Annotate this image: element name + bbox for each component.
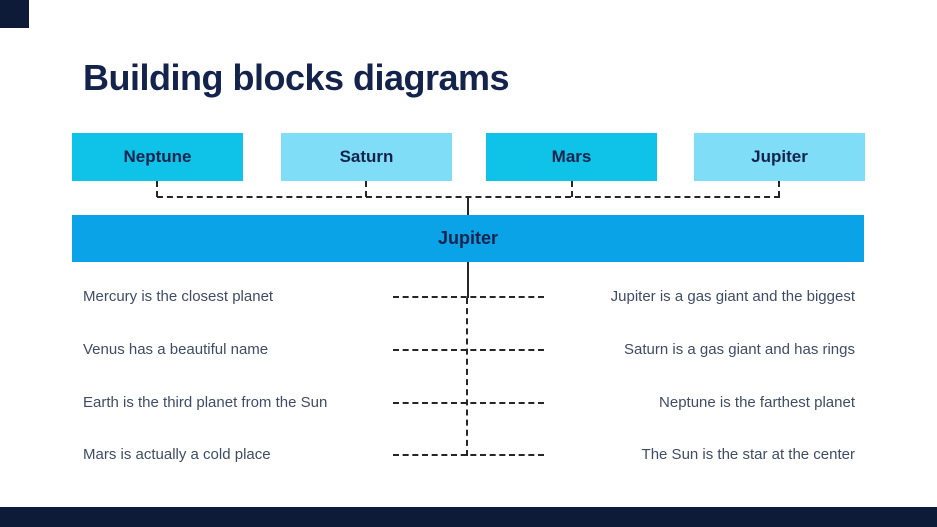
fact-row: Venus has a beautiful name Saturn is a g… [0, 338, 937, 362]
connector-stub-jupiter [778, 181, 780, 197]
connector-center-line-upper [467, 196, 469, 215]
row-connector-dash [393, 349, 544, 351]
fact-left-venus: Venus has a beautiful name [83, 341, 269, 358]
planet-box-label: Mars [551, 147, 592, 166]
fact-right-sun: The Sun is the star at the center [641, 446, 855, 463]
row-connector-dash [393, 296, 544, 298]
planet-box-label: Saturn [339, 147, 394, 166]
row-connector-dash [393, 454, 544, 456]
fact-row: Mars is actually a cold place The Sun is… [0, 443, 937, 467]
planet-box-mars[interactable]: Mars [486, 133, 657, 181]
planet-box-jupiter[interactable]: Jupiter [694, 133, 865, 181]
fact-right-neptune: Neptune is the farthest planet [659, 394, 855, 411]
fact-right-jupiter: Jupiter is a gas giant and the biggest [610, 288, 855, 305]
main-bar-jupiter[interactable]: Jupiter [72, 215, 864, 262]
fact-row: Earth is the third planet from the Sun N… [0, 391, 937, 415]
fact-right-saturn: Saturn is a gas giant and has rings [624, 341, 855, 358]
page-title: Building blocks diagrams [83, 57, 510, 98]
fact-left-earth: Earth is the third planet from the Sun [83, 394, 328, 411]
connector-stub-saturn [365, 181, 367, 197]
planet-box-label: Neptune [123, 147, 192, 166]
main-bar-label: Jupiter [437, 228, 498, 248]
connector-stub-mars [571, 181, 573, 197]
fact-left-mars: Mars is actually a cold place [83, 446, 271, 463]
fact-left-mercury: Mercury is the closest planet [83, 288, 274, 305]
fact-row: Mercury is the closest planet Jupiter is… [0, 285, 937, 309]
planet-box-saturn[interactable]: Saturn [281, 133, 452, 181]
corner-accent-square [0, 0, 29, 28]
connector-stub-neptune [156, 181, 158, 197]
bottom-accent-bar [0, 507, 937, 527]
spine-solid-segment [467, 262, 469, 298]
planet-box-label: Jupiter [751, 147, 808, 166]
row-connector-dash [393, 402, 544, 404]
planet-box-neptune[interactable]: Neptune [72, 133, 243, 181]
spine-dashed-segment [466, 298, 468, 456]
